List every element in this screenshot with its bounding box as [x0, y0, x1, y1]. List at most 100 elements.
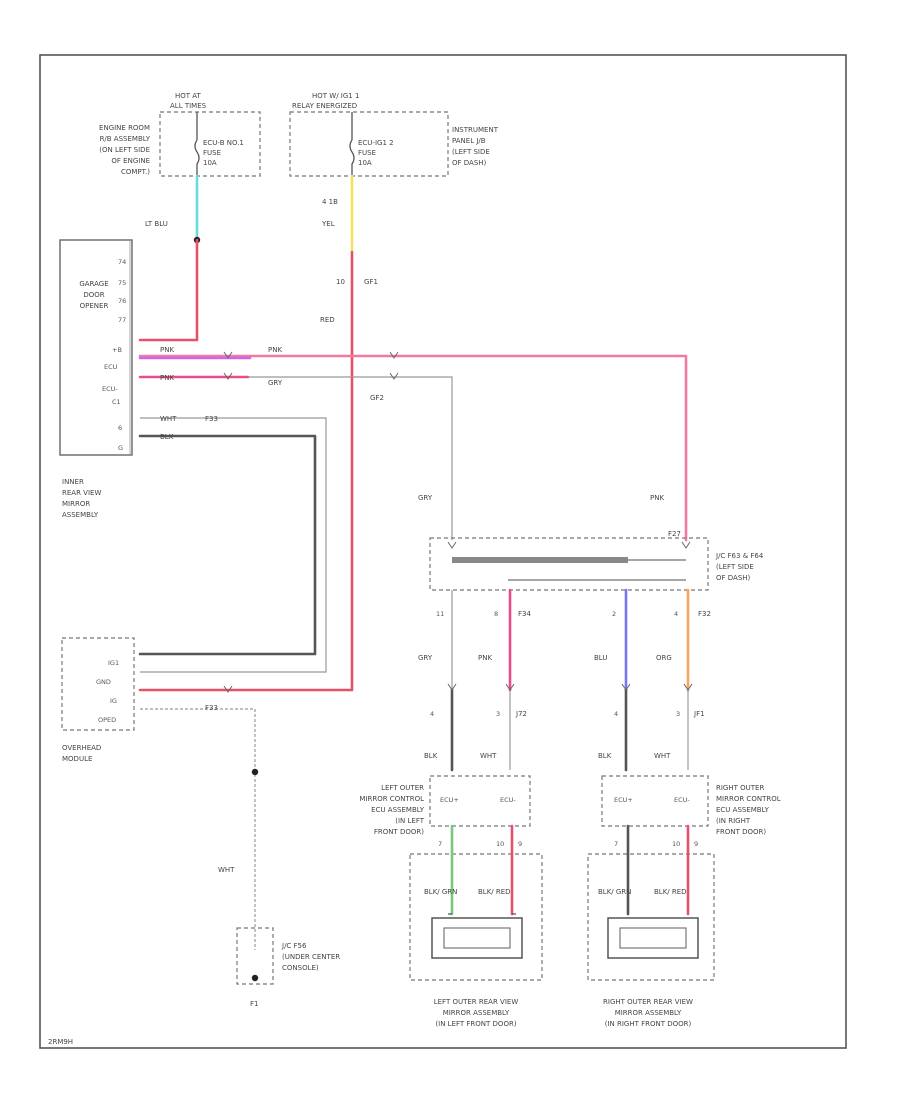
jc-box — [429, 537, 709, 591]
left-mirror-name: LEFT OUTER REAR VIEW MIRROR ASSEMBLY (IN… — [434, 998, 519, 1028]
fuse-box-1 — [159, 111, 261, 177]
svg-text:MIRROR CONTROL: MIRROR CONTROL — [359, 795, 424, 803]
wire-label-pnk-3: PNK — [650, 494, 664, 502]
svg-text:IG1: IG1 — [108, 659, 119, 667]
inner-mirror-pins: +B ECU ECU- C1 6 G — [102, 346, 123, 452]
right-mirror-motor — [607, 917, 699, 959]
fuse2-label: FUSE — [358, 149, 376, 157]
lbl-gry-3: GRY — [418, 654, 433, 662]
svg-text:PANEL J/B: PANEL J/B — [452, 137, 486, 145]
svg-text:FRONT DOOR): FRONT DOOR) — [374, 828, 424, 836]
wire-wht-1 — [140, 417, 327, 673]
svg-text:MIRROR: MIRROR — [62, 500, 90, 508]
wire-gry-ecuminus — [248, 376, 453, 540]
wire-red-bplus — [138, 238, 199, 342]
svg-text:(IN LEFT: (IN LEFT — [395, 817, 424, 825]
svg-text:LEFT OUTER: LEFT OUTER — [381, 784, 424, 792]
svg-text:RIGHT OUTER: RIGHT OUTER — [716, 784, 764, 792]
left-ecu-pin-minus: ECU- — [500, 796, 516, 804]
right-ecu-pin-plus: ECU+ — [614, 796, 633, 804]
svg-text:OF ENGINE: OF ENGINE — [111, 157, 150, 165]
lbl-wht-left: WHT — [480, 752, 497, 760]
wire-gf2: GF2 — [370, 394, 384, 402]
svg-text:OF DASH): OF DASH) — [452, 159, 487, 167]
svg-text:LEFT OUTER REAR VIEW: LEFT OUTER REAR VIEW — [434, 998, 519, 1006]
left-mirror-motor — [431, 917, 523, 959]
svg-text:(LEFT SIDE: (LEFT SIDE — [716, 563, 754, 571]
left-ecu-pin-plus: ECU+ — [440, 796, 459, 804]
svg-text:INNER: INNER — [62, 478, 84, 486]
svg-text:GARAGE: GARAGE — [79, 280, 108, 288]
wire-label-lt-blu: LT BLU — [145, 220, 168, 228]
location1-text: ENGINE ROOM R/B ASSEMBLY (ON LEFT SIDE O… — [99, 124, 151, 176]
fuse2-name: ECU-IG1 2 — [358, 139, 394, 147]
diagram-frame — [39, 54, 847, 1049]
wire-label-pnk-1: PNK — [160, 346, 174, 354]
svg-text:R/B ASSEMBLY: R/B ASSEMBLY — [100, 135, 151, 143]
jc-label: J/C F63 & F64 (LEFT SIDE OF DASH) — [715, 552, 764, 582]
hot-ig-label: HOT W/ IG1 1 — [312, 92, 359, 100]
inner-mirror-name: INNER REAR VIEW MIRROR ASSEMBLY — [62, 478, 101, 519]
lbl-jf1: JF1 — [693, 710, 705, 718]
lbl-right-pin3: 3 — [676, 710, 680, 718]
lbl-j72: J72 — [515, 710, 527, 718]
svg-text:75: 75 — [118, 279, 126, 287]
wire-label-pnk-2: PNK — [268, 346, 282, 354]
overhead-module-box — [61, 637, 135, 731]
left-mirror-box — [409, 853, 543, 981]
wire-pnk-ecu — [138, 354, 688, 542]
splice-dot-icon — [251, 768, 259, 776]
svg-text:MODULE: MODULE — [62, 755, 92, 763]
right-ecu-box — [601, 775, 709, 827]
lbl-wht-right: WHT — [654, 752, 671, 760]
svg-text:76: 76 — [118, 297, 126, 305]
right-mirror-wire1: BLK/ GRN — [598, 888, 631, 896]
svg-text:REAR VIEW: REAR VIEW — [62, 489, 101, 497]
overhead-name: OVERHEAD MODULE — [62, 744, 101, 763]
svg-text:(IN RIGHT: (IN RIGHT — [716, 817, 751, 825]
lbl-blk-right: BLK — [598, 752, 612, 760]
wire-label-gry-1: GRY — [268, 379, 283, 387]
wire-blk — [138, 434, 317, 656]
ground-icon — [251, 974, 259, 982]
svg-text:MIRROR ASSEMBLY: MIRROR ASSEMBLY — [615, 1009, 682, 1017]
connector-marks — [223, 351, 693, 693]
jc-busbar — [452, 557, 628, 563]
svg-text:(ON LEFT SIDE: (ON LEFT SIDE — [99, 146, 150, 154]
jc-f34: F34 — [518, 610, 531, 618]
fuse1-amp: 10A — [203, 159, 217, 167]
fuse-box-2 — [289, 111, 449, 177]
svg-text:6: 6 — [118, 424, 122, 432]
jc-top-pin: F27 — [668, 530, 681, 538]
svg-text:OPENER: OPENER — [80, 302, 109, 310]
hot-ig-sub-label: RELAY ENERGIZED — [292, 102, 357, 110]
lbl-left-pin4: 4 — [430, 710, 434, 718]
hot-at-sub-label: ALL TIMES — [170, 102, 207, 110]
svg-text:(UNDER CENTER: (UNDER CENTER — [282, 953, 340, 961]
fuse1-name: ECU-B NO.1 — [203, 139, 244, 147]
garage-pins: 74 75 76 77 — [118, 258, 126, 324]
svg-text:+B: +B — [112, 346, 122, 354]
svg-text:CONSOLE): CONSOLE) — [282, 964, 319, 972]
jc-under-name: J/C F56 (UNDER CENTER CONSOLE) — [281, 942, 340, 972]
svg-text:ECU-: ECU- — [102, 385, 118, 393]
lbl-right-pin4: 4 — [614, 710, 618, 718]
right-ecu-pin-minus: ECU- — [674, 796, 690, 804]
svg-text:ASSEMBLY: ASSEMBLY — [62, 511, 99, 519]
svg-text:11: 11 — [436, 610, 444, 618]
svg-text:8: 8 — [494, 610, 498, 618]
svg-text:COMPT.): COMPT.) — [121, 168, 150, 176]
jc-pins: 11 8 2 4 — [436, 610, 678, 618]
svg-text:(LEFT SIDE: (LEFT SIDE — [452, 148, 490, 156]
svg-text:J/C F56: J/C F56 — [281, 942, 307, 950]
right-mirror-wire2: BLK/ RED — [654, 888, 687, 896]
lbl-org: ORG — [656, 654, 672, 662]
jc-under-box — [236, 927, 274, 985]
wire-label-yel: YEL — [321, 220, 335, 228]
left-mirror-wire1: BLK/ GRN — [424, 888, 457, 896]
svg-text:(IN LEFT FRONT DOOR): (IN LEFT FRONT DOOR) — [435, 1020, 516, 1028]
wire-label-wht-2: WHT — [218, 866, 235, 874]
svg-text:OVERHEAD: OVERHEAD — [62, 744, 101, 752]
svg-text:74: 74 — [118, 258, 126, 266]
jc-under-pin: F1 — [250, 1000, 258, 1008]
